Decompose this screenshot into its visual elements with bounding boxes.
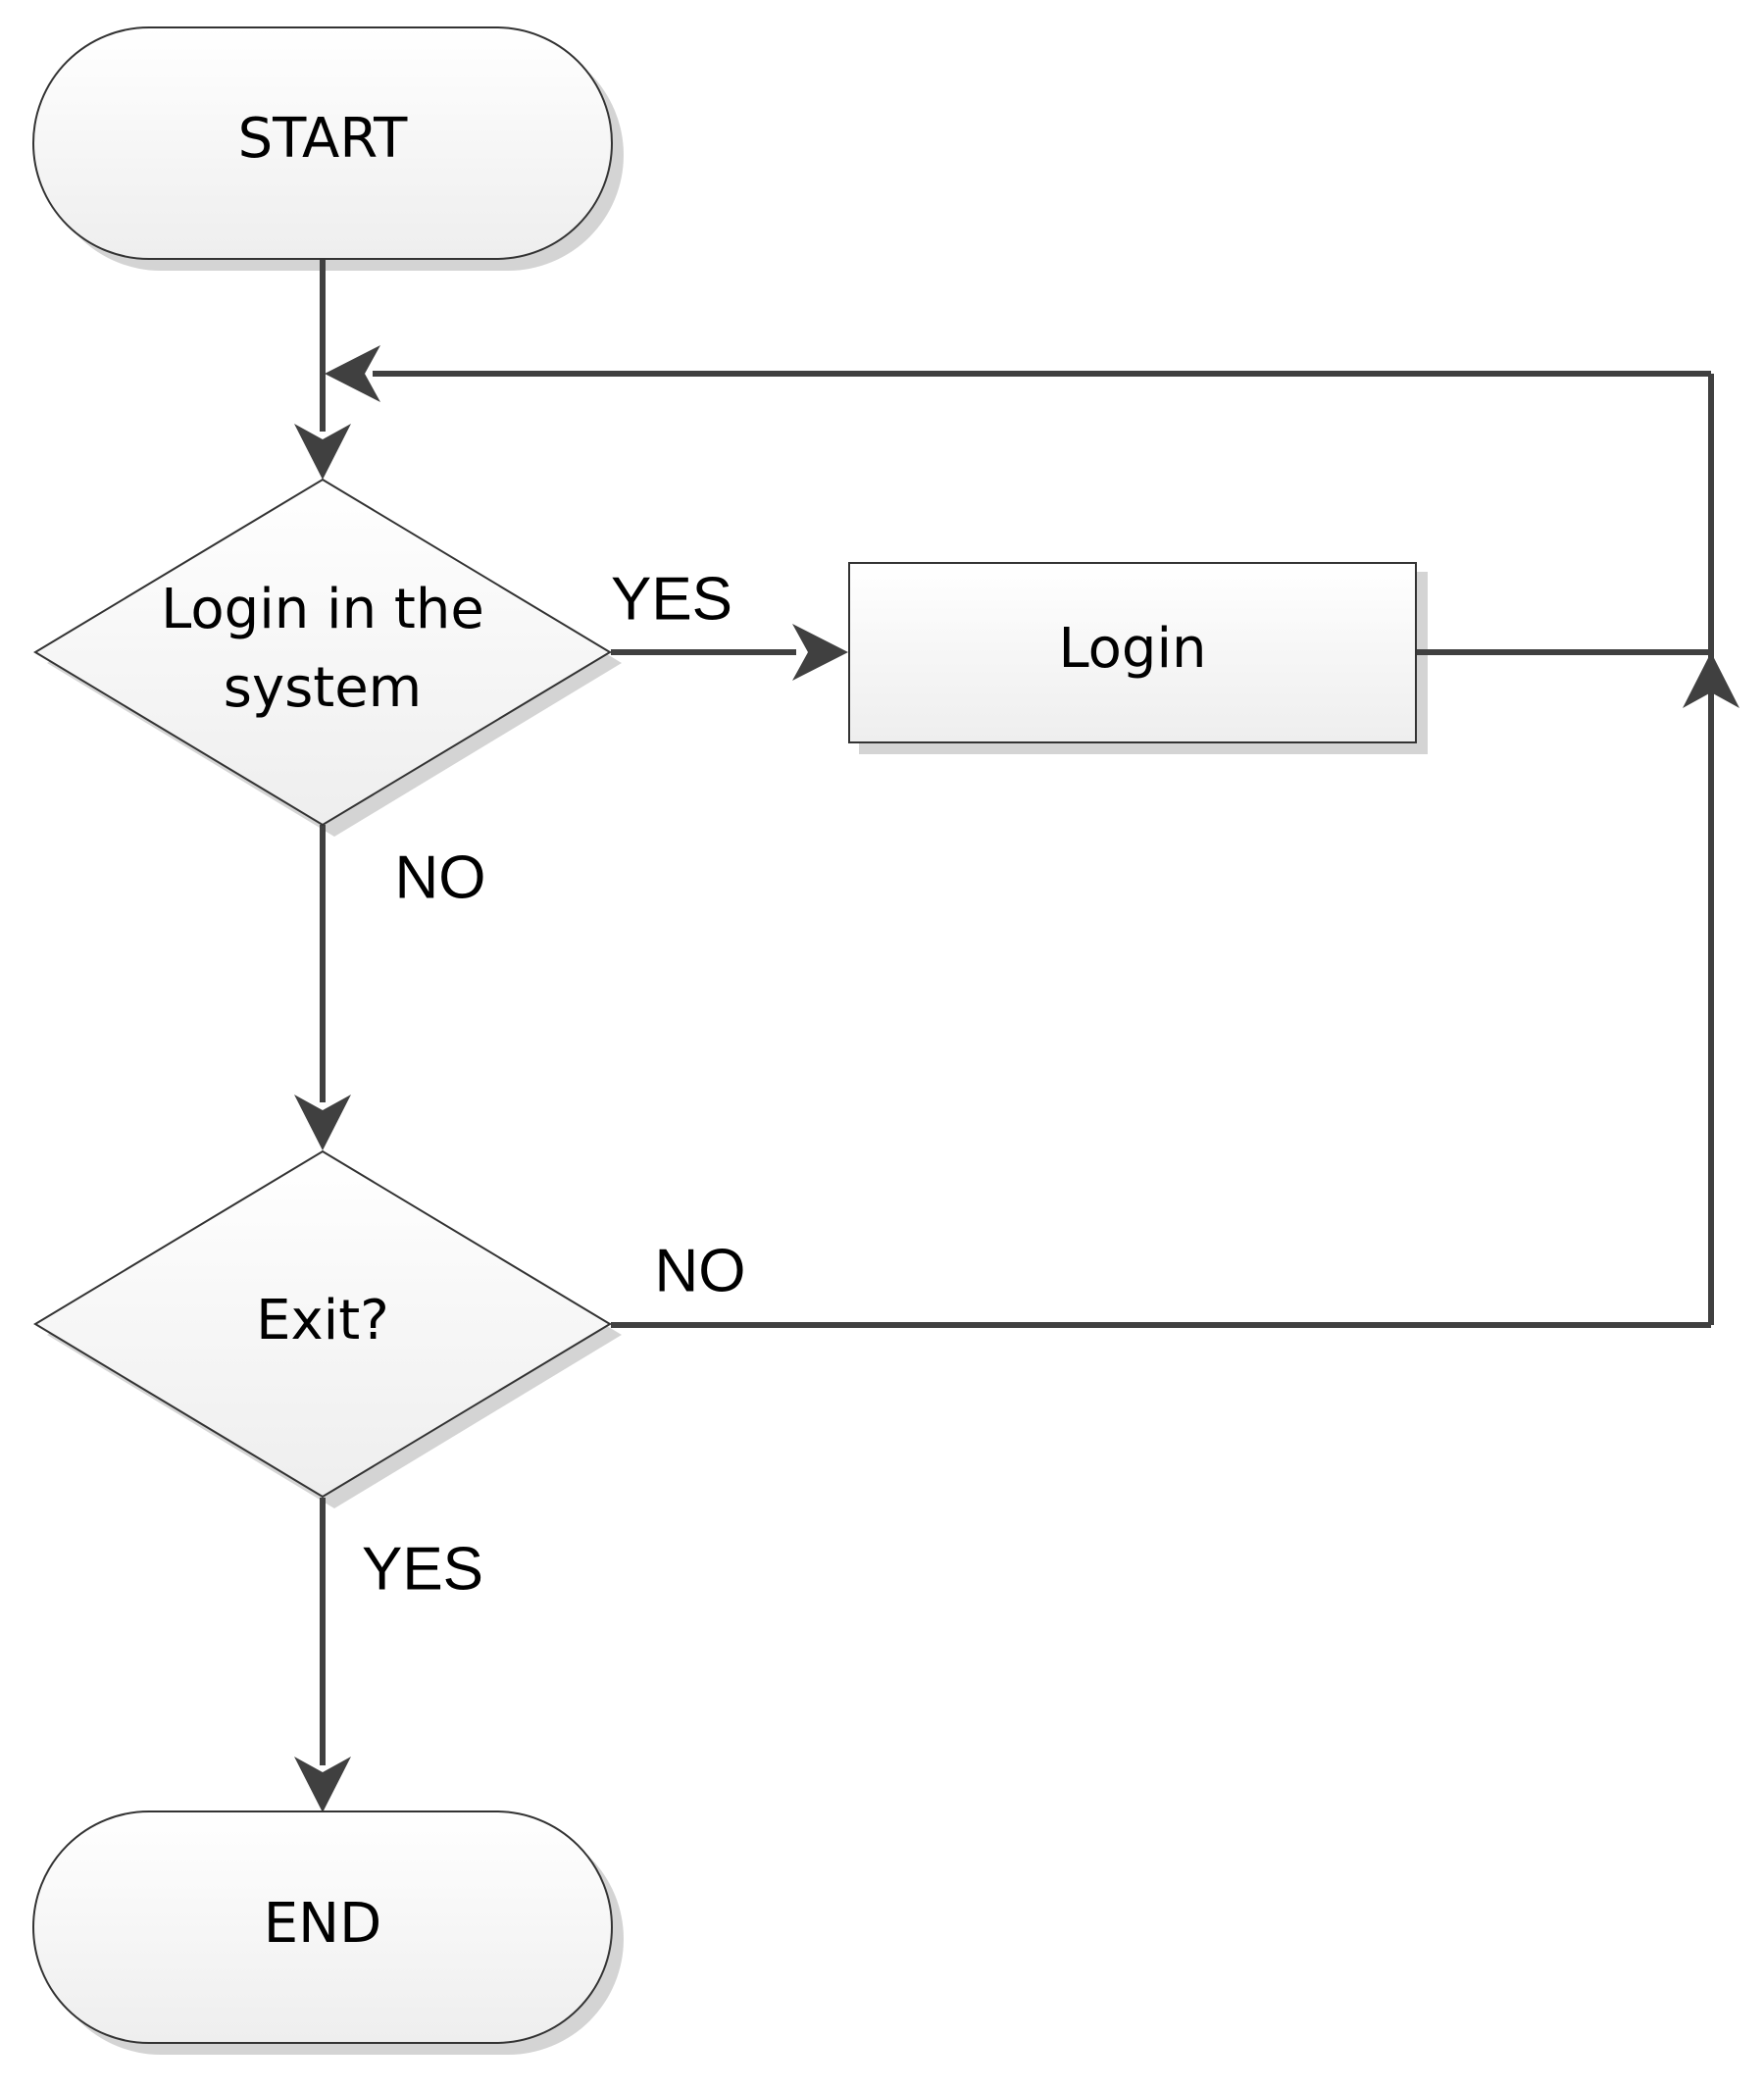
login-check-label-line1: Login in the <box>161 578 484 641</box>
arrowhead-into-exit-check <box>294 1095 351 1150</box>
login-check-no-label: NO <box>395 843 486 911</box>
start-label: START <box>238 107 409 171</box>
end-terminal <box>32 1810 613 2044</box>
login-check-yes-label: YES <box>611 565 732 633</box>
arrowhead-into-login-check <box>294 424 351 480</box>
arrowhead-into-login <box>792 624 848 681</box>
exit-check-label: Exit? <box>256 1289 389 1352</box>
arrowhead-into-end <box>294 1757 351 1812</box>
exit-yes-label: YES <box>362 1535 483 1603</box>
exit-no-label: NO <box>655 1237 746 1304</box>
arrowhead-loop-left <box>325 345 380 402</box>
login-process <box>848 562 1417 743</box>
exit-check-decision <box>33 1149 612 1499</box>
login-check-decision <box>33 478 612 827</box>
login-check-label-line2: system <box>224 656 422 720</box>
start-terminal <box>32 26 613 260</box>
arrowhead-loop-up <box>1683 652 1739 708</box>
end-label: END <box>264 1892 381 1956</box>
login-label: Login <box>1058 617 1206 681</box>
